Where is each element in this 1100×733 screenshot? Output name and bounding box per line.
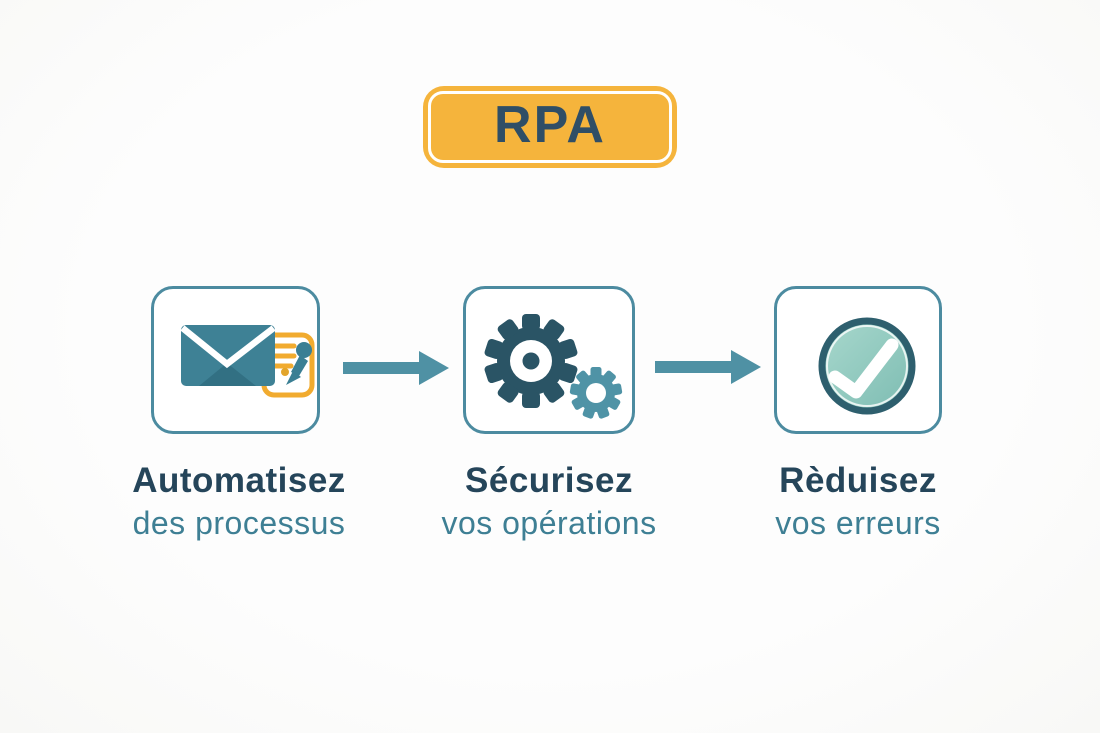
rpa-badge: RPA — [423, 86, 677, 168]
step-subtitle: vos erreurs — [775, 504, 941, 541]
step-label-2: Sécurisez vos opérations — [389, 461, 709, 541]
arrow-right-icon — [655, 350, 761, 384]
step-subtitle: vos opérations — [441, 504, 657, 541]
step-subtitle: des processus — [132, 504, 346, 541]
step-box-reduisez — [774, 286, 942, 434]
step-box-securisez — [463, 286, 635, 434]
step-box-automatisez — [151, 286, 320, 434]
step-title: Rèduisez — [779, 461, 937, 500]
step-label-1: Automatisez des processus — [79, 461, 399, 541]
arrow-right-icon — [343, 351, 449, 385]
gears-icon — [484, 314, 623, 419]
step-title: Sécurisez — [465, 461, 633, 500]
badge-label: RPA — [494, 96, 606, 154]
step-title: Automatisez — [132, 461, 346, 500]
step-label-3: Rèduisez vos erreurs — [698, 461, 1018, 541]
envelope-document-icon — [180, 325, 315, 398]
check-circle-icon — [818, 317, 916, 415]
